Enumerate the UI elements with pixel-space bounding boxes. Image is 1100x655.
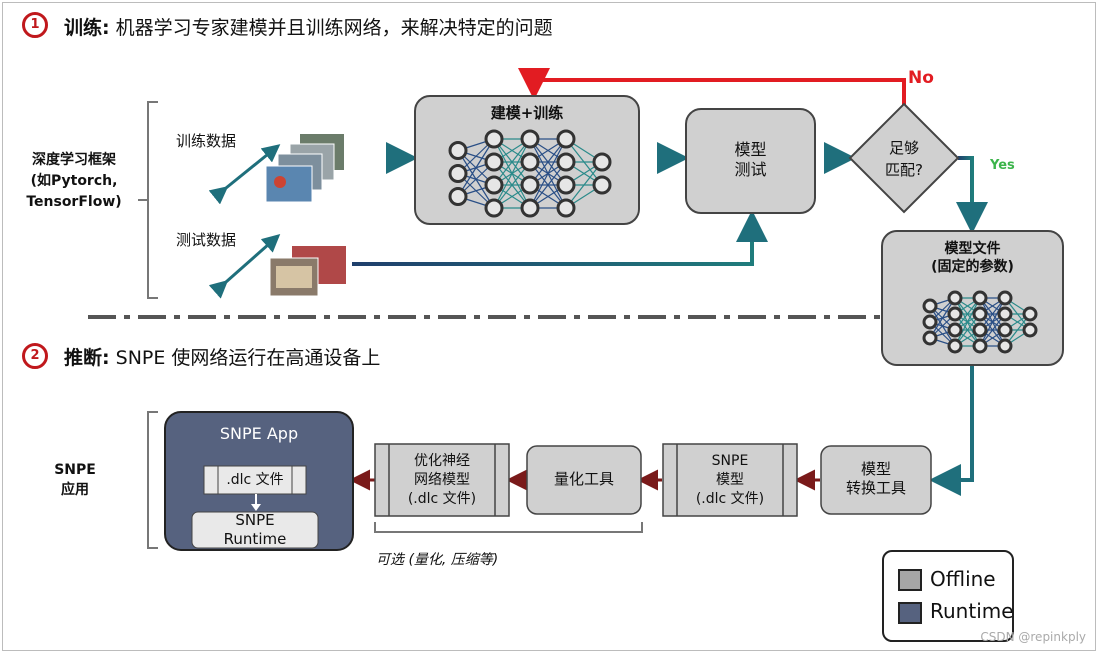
train-data-arrow [208,144,281,205]
snpe-app-bracket [147,411,158,549]
test-data-arrow [208,234,281,299]
optional-label: 可选 (量化, 压缩等) [376,552,499,568]
section-2-title-bold: 推断: [64,347,110,369]
net-node [484,129,504,149]
net-node [997,306,1013,322]
net-node [997,338,1013,354]
net-node [947,322,963,338]
section-1-title: 训练: 机器学习专家建模并且训练网络，来解决特定的问题 [64,13,553,40]
test-data-label: 测试数据 [176,231,237,249]
net-node [997,290,1013,306]
quantize-label: 量化工具 [553,470,614,488]
step-1-badge: 1 [22,12,48,38]
legend: Offline Runtime [882,550,1014,642]
legend-offline-swatch [898,569,922,591]
net-connection [979,297,1006,347]
test-data-images [269,246,346,297]
optimize-box [374,443,510,517]
net-node [922,298,938,314]
snpe-model-label: SNPE 模型 (.dlc 文件) [695,453,765,507]
net-connection [529,161,567,209]
net-node [972,338,988,354]
decision-label: 足够 匹配? [885,139,923,179]
net-node [947,290,963,306]
net-node [520,175,540,195]
legend-offline-label: Offline [930,567,996,591]
net-connection [493,138,531,186]
model-file-label: 模型文件 (固定的参数) [931,241,1014,275]
net-node [448,141,468,160]
runtime-label: SNPE Runtime [223,511,287,548]
net-node [484,198,504,218]
net-node [997,322,1013,338]
framework-label: 深度学习框架 (如Pytorch, TensorFlow) [26,152,122,210]
optimize-label: 优化神经 网络模型 (.dlc 文件) [407,453,477,507]
step-2-badge: 2 [22,343,48,369]
net-node [922,330,938,346]
net-node [448,187,468,206]
no-label: No [908,68,934,88]
train-data-label: 训练数据 [176,132,237,150]
legend-runtime-label: Runtime [930,599,1014,623]
net-node [556,152,576,172]
build-train-label: 建模+训练 [490,104,564,122]
net-node [1022,322,1038,338]
legend-runtime-swatch [898,602,922,624]
net-node [448,164,468,183]
convert-label: 模型 转换工具 [845,460,906,497]
net-node [520,198,540,218]
net-connection [929,297,956,339]
model-test-box [685,108,816,214]
net-node [1022,306,1038,322]
net-node [556,198,576,218]
net-connection [457,138,495,197]
optional-bracket [374,522,643,533]
section-2-title: 推断: SNPE 使网络运行在高通设备上 [64,343,380,370]
net-connection [954,297,981,347]
net-node [947,338,963,354]
watermark: CSDN @repinkply [980,630,1086,644]
model-test-label: 模型 测试 [734,140,767,179]
net-node [922,314,938,330]
yes-label: Yes [990,158,1015,173]
net-connection [565,161,603,209]
net-connection [529,138,567,209]
dlc-file-label: .dlc 文件 [226,472,284,488]
net-node [484,175,504,195]
net-node [972,322,988,338]
net-connection [493,161,531,209]
section-1-title-rest: 机器学习专家建模并且训练网络，来解决特定的问题 [109,17,553,39]
net-connection [529,138,567,186]
section-1-title-bold: 训练: [64,17,110,39]
decision-diamond [848,102,960,214]
section-2-title-rest: SNPE 使网络运行在高通设备上 [109,347,381,369]
net-node [556,175,576,195]
net-node [592,152,612,172]
convert-box [820,445,932,515]
snpe-app-side-label: SNPE 应用 [54,462,96,498]
net-node [972,306,988,322]
net-node [947,306,963,322]
train-data-images [265,134,344,203]
quantize-box [526,445,642,515]
net-node [592,175,612,195]
net-node [520,129,540,149]
net-node [484,152,504,172]
net-node [972,290,988,306]
net-node [520,152,540,172]
net-connection [493,138,531,209]
snpe-model-box [662,443,798,517]
snpe-app-title: SNPE App [219,424,299,443]
net-node [556,129,576,149]
